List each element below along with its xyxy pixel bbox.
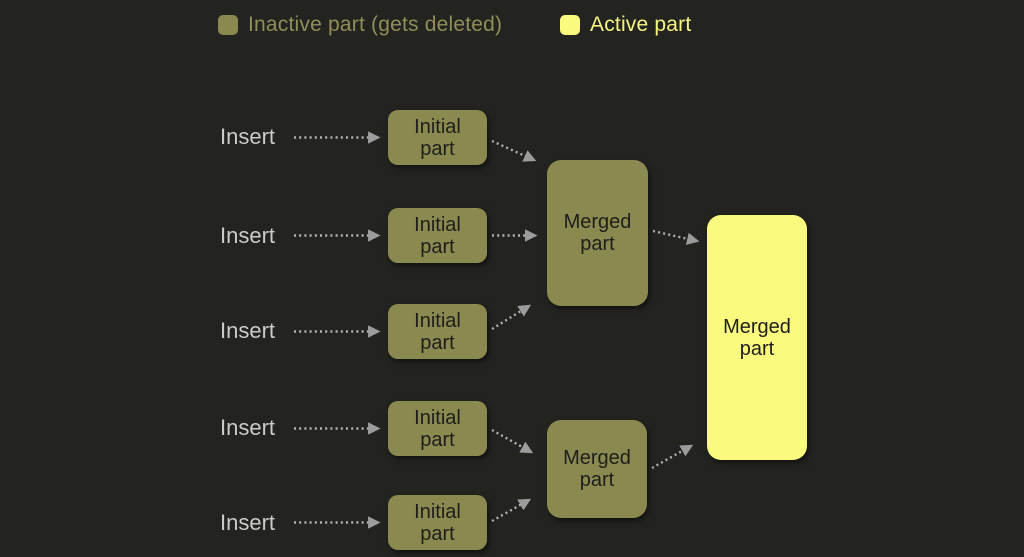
box-label-line: Initial bbox=[414, 500, 461, 523]
box-label-line: Initial bbox=[414, 309, 461, 332]
insert-label-5: Insert bbox=[220, 510, 276, 535]
box-label-line: part bbox=[420, 235, 455, 258]
insert-label-3: Insert bbox=[220, 318, 276, 343]
box-label-line: part bbox=[420, 137, 455, 160]
insert-label-4: Insert bbox=[220, 415, 276, 440]
merged-part-box-2: Merged part bbox=[547, 420, 647, 518]
box-label-line: Initial bbox=[414, 406, 461, 429]
initial-part-box-5: Initial part bbox=[388, 495, 487, 550]
arrow-initial5-to-merged2 bbox=[491, 498, 532, 523]
arrow-initial4-to-merged2 bbox=[491, 428, 534, 454]
box-label-line: Merged bbox=[723, 315, 791, 338]
box-label-line: Initial bbox=[414, 115, 461, 138]
box-label-line: Initial bbox=[414, 213, 461, 236]
box-label-line: part bbox=[579, 469, 615, 491]
initial-part-box-1: Initial part bbox=[388, 110, 487, 165]
box-label-line: Merged bbox=[563, 211, 632, 233]
box-label-line: part bbox=[420, 522, 455, 545]
initial-part-box-4: Initial part bbox=[388, 401, 487, 456]
active-part-swatch-icon bbox=[560, 15, 580, 35]
initial-part-box-2: Initial part bbox=[388, 208, 487, 263]
initial-part-box-3: Initial part bbox=[388, 304, 487, 359]
arrow-initial3-to-merged1 bbox=[491, 304, 532, 331]
box-label-line: part bbox=[420, 331, 455, 354]
merged-part-box-final: Merged part bbox=[707, 215, 807, 460]
box-label-line: Merged bbox=[563, 447, 631, 469]
legend-label-inactive: Inactive part (gets deleted) bbox=[248, 13, 503, 36]
inactive-part-swatch-icon bbox=[218, 15, 238, 35]
box-label-line: part bbox=[580, 233, 615, 255]
merged-part-box-1: Merged part bbox=[547, 160, 648, 306]
box-label-line: part bbox=[420, 428, 455, 451]
arrow-merged1-to-final bbox=[652, 229, 700, 245]
insert-label-1: Insert bbox=[220, 124, 276, 149]
legend-label-active: Active part bbox=[590, 13, 692, 36]
insert-label-2: Insert bbox=[220, 223, 276, 248]
arrow-initial1-to-merged1 bbox=[491, 139, 537, 162]
legend-item-active: Active part bbox=[560, 11, 691, 39]
box-label-line: part bbox=[739, 337, 775, 360]
arrow-merged2-to-final bbox=[651, 444, 694, 470]
legend-item-inactive: Inactive part (gets deleted) bbox=[218, 11, 502, 39]
